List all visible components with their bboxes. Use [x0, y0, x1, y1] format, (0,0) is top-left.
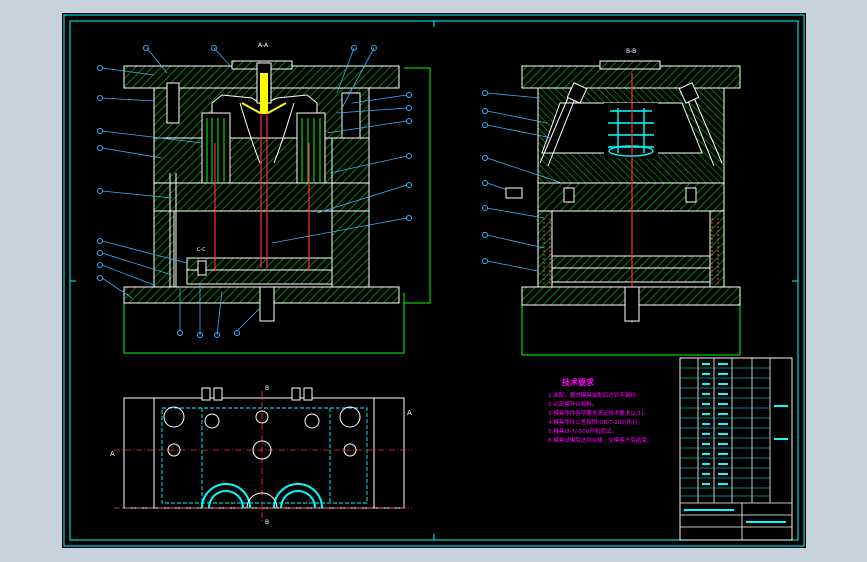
title-block-rows	[680, 367, 770, 497]
note-line: 1.装配，要求模具装配后达到不漏料。	[548, 391, 641, 399]
drawing-sheet: A-A C-C	[62, 13, 806, 548]
note-line: 6.模具试模后达到合格，交模客户后结束。	[548, 436, 652, 444]
front-section-view: A-A C-C	[97, 42, 431, 354]
note-line: 2.动定模开合顺畅。	[548, 400, 597, 408]
plan-mark-a-left: A	[110, 450, 115, 458]
technical-notes: 技术要求 1.装配，要求模具装配后达到不漏料。 2.动定模开合顺畅。 3.模具零…	[548, 377, 652, 444]
plan-view: A A B B	[110, 385, 412, 526]
outer-frame	[63, 14, 805, 547]
notes-title: 技术要求	[562, 377, 595, 387]
plan-mark-a-right: A	[407, 409, 412, 417]
side-section-view: B-B	[482, 48, 741, 356]
plan-mark-b: B	[265, 385, 269, 392]
plan-mark-b-bottom: B	[265, 519, 269, 526]
mold-assembly-drawing: A-A C-C	[63, 14, 805, 547]
side-section-label: B-B	[626, 48, 636, 55]
note-line: 5.模具LT-7/-500开机调试。	[548, 427, 617, 435]
title-block-marks	[684, 363, 788, 523]
title-block	[679, 357, 793, 541]
small-section-label: C-C	[197, 247, 206, 253]
front-section-label: A-A	[258, 42, 269, 49]
note-line: 3.模具零件各项要求满足技术要求(2/1)。	[548, 409, 649, 417]
note-line: 4.模具零件公差按照(GB/T-200)执行。	[548, 418, 643, 426]
